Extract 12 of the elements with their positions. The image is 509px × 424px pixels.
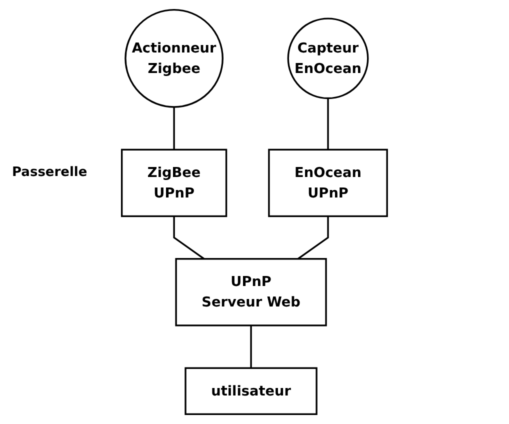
group-label: Passerelle bbox=[12, 165, 88, 180]
connector bbox=[173, 216, 205, 260]
node-box: utilisateur bbox=[184, 367, 318, 416]
node-box: ZigBee UPnP bbox=[121, 148, 228, 218]
node-box: UPnP Serveur Web bbox=[175, 258, 327, 326]
node-circle: Capteur EnOcean bbox=[287, 18, 369, 100]
node-box: EnOcean UPnP bbox=[268, 148, 388, 218]
connector bbox=[298, 216, 329, 260]
node-circle: Actionneur Zigbee bbox=[124, 8, 224, 108]
connector bbox=[327, 98, 329, 150]
connector bbox=[250, 325, 252, 368]
connector bbox=[173, 107, 175, 150]
